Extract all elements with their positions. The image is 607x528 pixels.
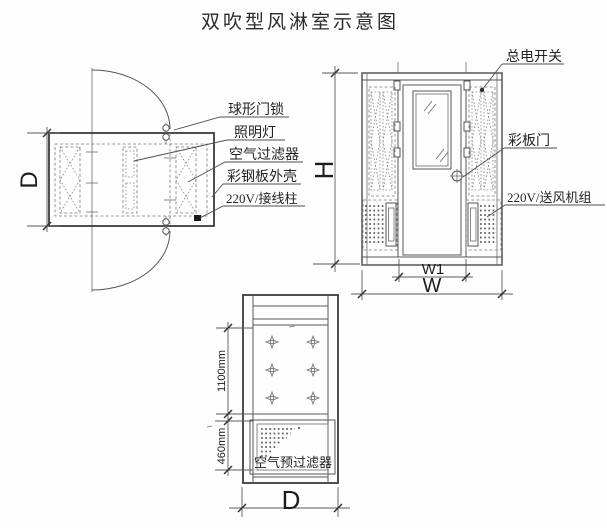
side-view: 空气预过滤器 1100mm 460mm D bbox=[206, 294, 350, 517]
side-dim-lower-label: 460mm bbox=[216, 428, 228, 465]
side-dim-upper: 1100mm bbox=[216, 322, 253, 419]
left-fan-unit-icon bbox=[362, 199, 398, 251]
prefilter-box: 空气预过滤器 bbox=[249, 419, 336, 475]
plan-inner-dashed bbox=[54, 143, 208, 217]
side-dim-depth-label: D bbox=[282, 485, 301, 515]
plan-cabinet-outline bbox=[48, 132, 215, 227]
panel-door bbox=[393, 80, 471, 257]
label-door-lock: 球形门锁 bbox=[228, 102, 284, 118]
page-title: 双吹型风淋室示意图 bbox=[201, 11, 399, 33]
front-dim-door-width: W1 bbox=[392, 259, 473, 282]
plan-leader-lines bbox=[133, 116, 305, 219]
label-air-filter: 空气过滤器 bbox=[229, 147, 299, 163]
door-nozzle-icons bbox=[393, 80, 471, 158]
plan-left-filter-icon bbox=[59, 146, 81, 214]
side-dim-upper-label: 1100mm bbox=[216, 350, 228, 392]
label-steel-shell: 彩钢板外壳 bbox=[227, 168, 297, 185]
label-main-switch: 总电开关 bbox=[506, 49, 562, 65]
front-left-filter-panel bbox=[368, 86, 396, 197]
front-dim-width-label: W bbox=[423, 275, 442, 297]
plan-right-filter-icon bbox=[175, 146, 197, 214]
label-terminal: 220V/接线柱 bbox=[226, 191, 298, 206]
nozzle-grid bbox=[265, 335, 320, 405]
plan-view: D 球形门锁 照明灯 空气过滤器 彩钢板外壳 220V/接线柱 bbox=[16, 68, 305, 292]
front-dim-height: H bbox=[309, 66, 360, 272]
side-dim-depth: D bbox=[229, 485, 350, 517]
front-leader-lines bbox=[462, 63, 605, 218]
door-handle-icon bbox=[450, 169, 464, 183]
plan-dim-depth-label: D bbox=[16, 171, 43, 188]
label-panel-door: 彩板门 bbox=[508, 133, 550, 149]
side-cabinet-outline bbox=[242, 294, 339, 484]
label-fan-unit: 220V/送风机组 bbox=[507, 190, 592, 205]
front-view: H W1 W 总电开关 bbox=[309, 49, 605, 300]
right-fan-unit-icon bbox=[465, 199, 502, 251]
plan-light-column-icon bbox=[122, 146, 138, 214]
front-dim-width: W bbox=[351, 270, 513, 300]
front-right-filter-panel bbox=[468, 86, 496, 197]
door-window-icon bbox=[412, 90, 452, 170]
plan-dim-depth: D bbox=[16, 127, 60, 232]
front-cabinet-outline bbox=[361, 72, 503, 266]
door-lock-hinge-icon bbox=[162, 123, 170, 236]
plan-ticks bbox=[86, 151, 176, 213]
front-dim-door-width-label: W1 bbox=[422, 261, 445, 278]
label-light: 照明灯 bbox=[234, 125, 276, 141]
door-swing-arc-icon bbox=[91, 68, 171, 292]
terminal-block-icon bbox=[194, 215, 201, 221]
front-dim-height-label: H bbox=[309, 161, 339, 180]
label-prefilter: 空气预过滤器 bbox=[254, 455, 332, 470]
side-dim-lower: 460mm bbox=[206, 416, 253, 476]
